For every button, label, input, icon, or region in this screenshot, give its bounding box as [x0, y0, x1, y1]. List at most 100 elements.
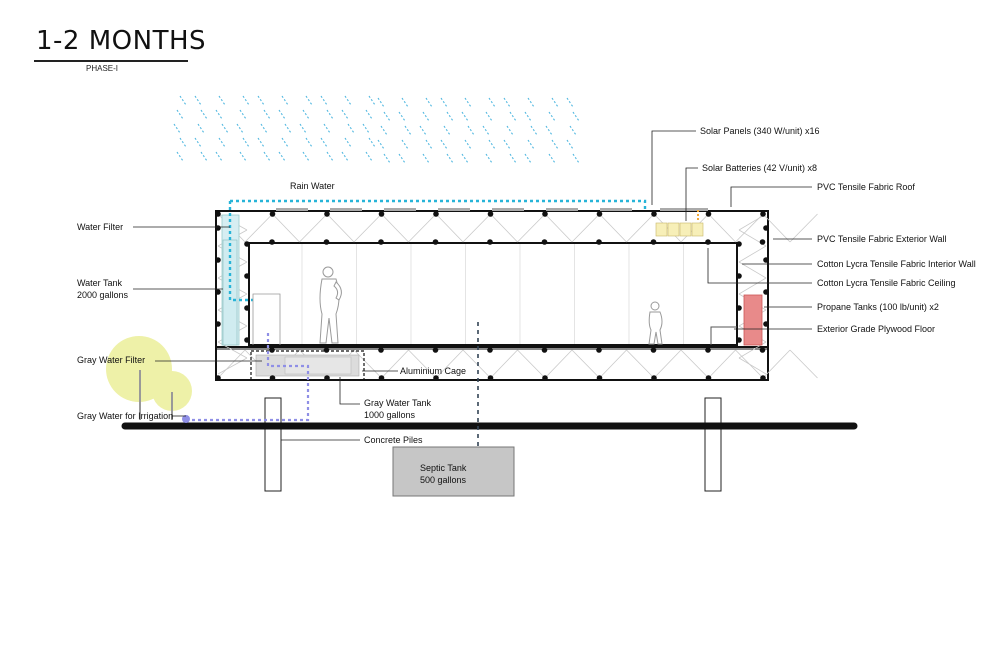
structure-joint: [760, 211, 766, 217]
rain-streak: [305, 95, 313, 106]
rain-streak: [278, 109, 286, 120]
leader-lines: [133, 130, 812, 441]
structure-joint: [244, 273, 250, 279]
brace: [435, 349, 464, 379]
rain-streak: [320, 137, 328, 148]
page-title: 1-2 MONTHS: [36, 26, 207, 56]
rain-streak: [176, 109, 184, 120]
structure-joint: [541, 347, 548, 353]
pile-left: [264, 397, 282, 492]
structure-joint: [705, 375, 712, 381]
brace: [571, 213, 600, 243]
brace: [762, 349, 791, 379]
rain-streak: [299, 123, 307, 134]
rain-streak: [281, 95, 289, 106]
rain-streak: [368, 95, 376, 106]
brace: [381, 349, 409, 379]
rain-streak: [173, 123, 181, 134]
structure-joint: [215, 375, 221, 381]
rain-streak: [326, 151, 334, 162]
structure-joint: [323, 239, 330, 245]
brace: [462, 349, 491, 379]
solar-panel: [600, 208, 632, 211]
structure-joint: [705, 211, 712, 217]
rain-streak: [488, 97, 496, 108]
structure-joint: [759, 239, 766, 245]
brace: [544, 213, 573, 243]
rain-streak: [422, 153, 430, 164]
brace: [738, 245, 767, 263]
rain-streak: [326, 109, 334, 120]
rain-streak: [365, 109, 373, 120]
brace: [353, 213, 382, 243]
rain-streak: [383, 111, 391, 122]
structure-joint: [323, 347, 330, 353]
floor-step: [710, 326, 737, 345]
rain-streak: [404, 125, 412, 136]
rain-streak: [257, 137, 265, 148]
structure-joint: [760, 375, 766, 381]
structure-joint: [378, 239, 384, 245]
label-rain-water: Rain Water: [290, 181, 335, 191]
title-underline: [34, 60, 188, 62]
structure-joint: [215, 257, 221, 263]
structure-joint: [487, 347, 493, 353]
structure-joints: [215, 211, 769, 381]
rain-streak: [509, 153, 517, 164]
solar-panel: [438, 208, 470, 211]
structure-joint: [705, 239, 711, 245]
rain-collection-pipe: [230, 199, 647, 211]
rain-streak: [260, 123, 268, 134]
structure-joint: [215, 289, 221, 295]
structure-joint: [736, 337, 742, 343]
structure-joint: [596, 239, 602, 245]
rain-streak: [347, 123, 355, 134]
aluminium-cage: [250, 350, 365, 381]
brace: [299, 213, 328, 243]
label-cotton-interior-wall: Cotton Lycra Tensile Fabric Interior Wal…: [817, 259, 976, 269]
fixture-outline: [252, 293, 281, 345]
brace: [738, 357, 767, 375]
rain-streak: [380, 125, 388, 136]
brace: [217, 349, 246, 379]
rain-streak: [239, 151, 247, 162]
rain-streak: [572, 111, 580, 122]
rain-streak: [482, 125, 490, 136]
rain-streak: [179, 137, 187, 148]
brace: [708, 349, 736, 379]
rain-streak: [488, 139, 496, 150]
solar-panels: [276, 208, 708, 211]
label-concrete-piles: Concrete Piles: [364, 435, 423, 445]
rain-streak: [461, 153, 469, 164]
battery: [667, 222, 680, 237]
label-gray-water-irrigation: Gray Water for Irrigation: [77, 411, 174, 421]
rain-streak: [527, 139, 535, 150]
brace: [680, 349, 709, 379]
brace: [408, 213, 437, 243]
label-gray-water-tank-line1: Gray Water Tank: [364, 398, 432, 408]
structure-joint: [596, 211, 603, 217]
structure-joint: [433, 211, 439, 217]
structure-joint: [269, 375, 276, 381]
rain-streak: [419, 125, 427, 136]
rain-streak: [566, 139, 574, 150]
rain-streak: [362, 123, 370, 134]
solar-panel: [330, 208, 362, 211]
brace: [517, 213, 546, 243]
rain-streak: [221, 123, 229, 134]
structure-joint: [378, 211, 385, 217]
brace: [762, 213, 791, 243]
label-pvc-exterior-wall: PVC Tensile Fabric Exterior Wall: [817, 234, 947, 244]
rain-streak: [422, 111, 430, 122]
rain-streak: [530, 125, 538, 136]
structure-joint: [215, 211, 221, 217]
solar-panel: [384, 208, 416, 211]
rain-streak: [344, 95, 352, 106]
rain-streak: [569, 125, 577, 136]
structure-joint: [487, 375, 494, 381]
water-pipes: [228, 199, 647, 302]
solar-panel: [276, 208, 308, 211]
brace: [517, 349, 546, 379]
rain-streak: [401, 97, 409, 108]
